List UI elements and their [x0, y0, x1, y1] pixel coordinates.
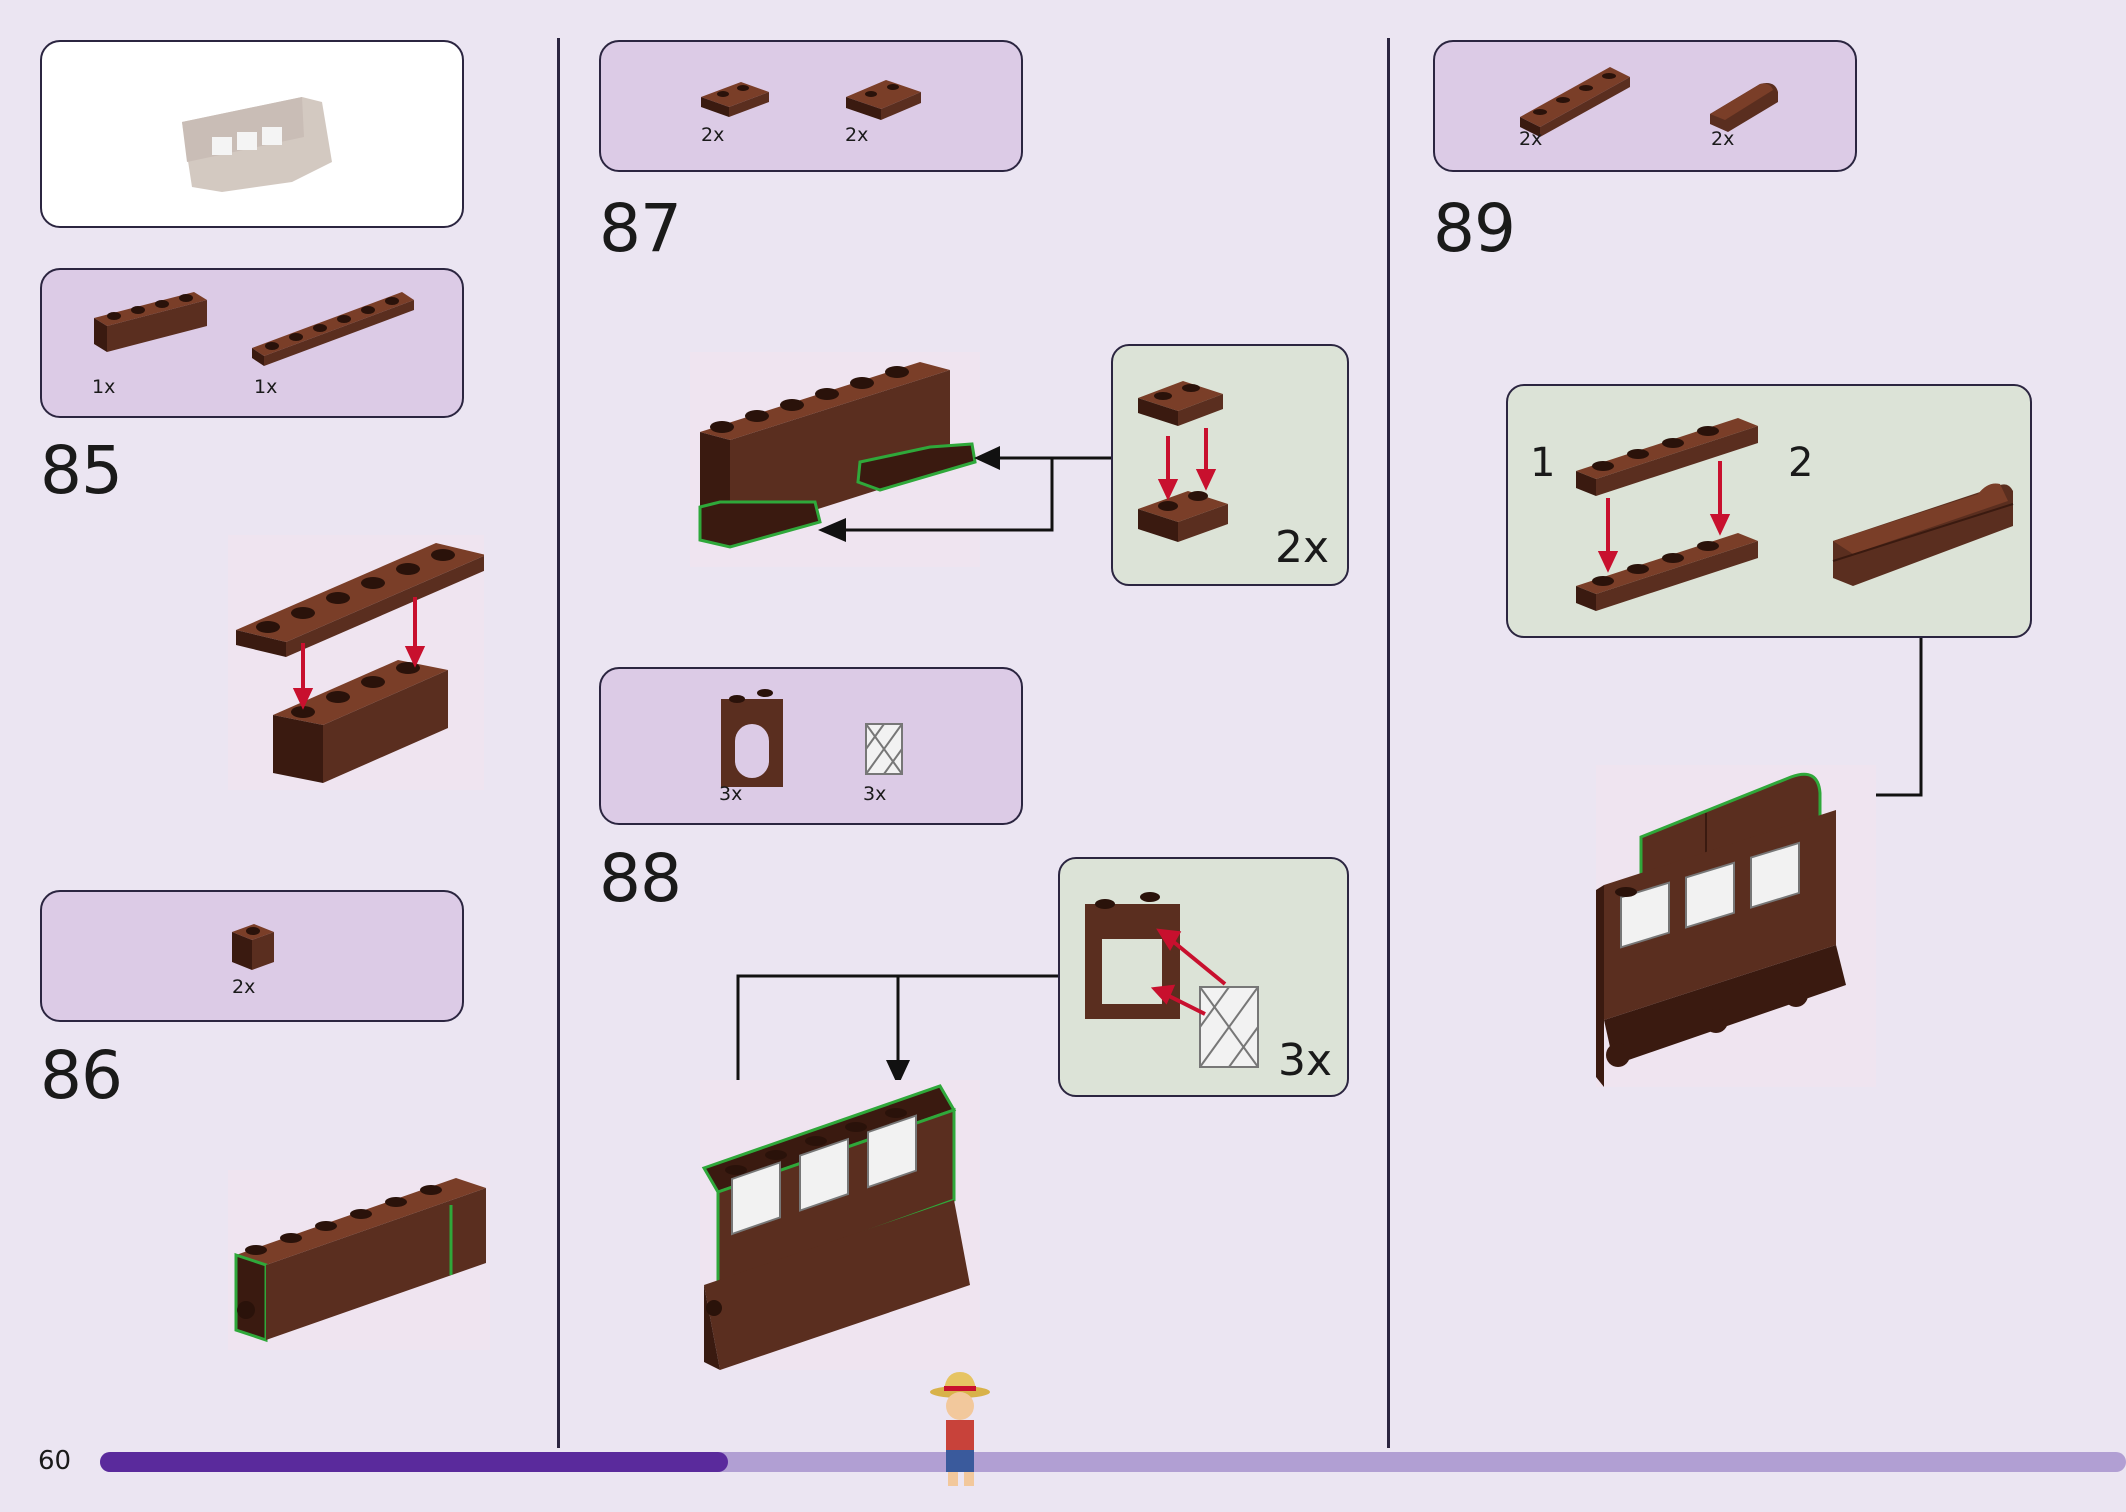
parts-callout-step-87: 2x 2x: [599, 40, 1023, 172]
step-number: 88: [599, 840, 682, 917]
parts-callout-step-88: 3x 3x: [599, 667, 1023, 825]
red-arrows-icon: [1597, 461, 1731, 573]
brick-1x1-stud-icon: [232, 924, 274, 970]
step-86-illustration: [228, 1170, 490, 1350]
step-number: 87: [599, 190, 682, 267]
part-qty: 2x: [232, 976, 256, 998]
part-qty: 2x: [1519, 128, 1543, 150]
subassembly-step-88: 3x: [1058, 857, 1349, 1097]
plate-1x2-clip-icon: [846, 80, 921, 120]
parts-callout-step-89: 2x 2x: [1433, 40, 1857, 172]
page-number: 60: [38, 1446, 72, 1476]
plate-1x4-icon: [1520, 67, 1630, 137]
red-arrows-icon: [1150, 928, 1227, 1016]
red-arrows-icon: [1157, 428, 1217, 501]
part-qty: 2x: [845, 124, 869, 146]
part-qty: 2x: [1711, 128, 1735, 150]
step-number: 85: [40, 432, 123, 509]
column-divider-left: [557, 38, 560, 1448]
subassembly-qty: 3x: [1278, 1035, 1333, 1086]
column-divider-right: [1387, 38, 1390, 1448]
plate-1x6-model: [236, 543, 486, 657]
curved-slope-icon: [1710, 83, 1778, 132]
part-qty: 1x: [92, 376, 116, 398]
brick-1x4-model: [273, 660, 448, 783]
parts-callout-step-85: 1x 1x: [40, 268, 464, 418]
subassembly-image: [1576, 418, 2014, 611]
plate-1x2-icon: [701, 82, 769, 117]
model-preview-image: [182, 97, 332, 192]
progress-bar: [100, 1452, 2126, 1472]
subassembly-step-89: 1 2: [1506, 384, 2032, 638]
step-number: 89: [1433, 190, 1516, 267]
substep-index: 1: [1530, 440, 1556, 486]
parts-callout-step-86: 2x: [40, 890, 464, 1022]
previous-model-preview: [40, 40, 464, 228]
progress-bar-fill: [100, 1452, 729, 1472]
subassembly-step-87: 2x: [1111, 344, 1349, 586]
subassembly-image: [1085, 892, 1259, 1068]
step-87-illustration: [690, 352, 980, 567]
subassembly-image: [1138, 381, 1228, 542]
window-frame-icon: [721, 689, 783, 787]
part-qty: 3x: [863, 783, 887, 805]
part-qty: 1x: [254, 376, 278, 398]
parts-icons: [232, 924, 274, 970]
part-qty: 3x: [719, 783, 743, 805]
step-85-illustration: [228, 535, 486, 790]
red-arrows-icon: [292, 597, 426, 710]
plate-1x6-icon: [252, 292, 414, 366]
step-88-illustration: [700, 1080, 980, 1370]
parts-icons: [94, 292, 414, 366]
parts-icons: [1520, 67, 1778, 137]
lattice-glass-icon: [865, 723, 903, 775]
step-89-illustration: [1596, 765, 1876, 1087]
part-qty: 2x: [701, 124, 725, 146]
step-number: 86: [40, 1037, 123, 1114]
parts-icons: [701, 80, 921, 120]
parts-icons: [721, 689, 903, 787]
subassembly-qty: 2x: [1275, 522, 1330, 573]
brick-1x4-icon: [94, 292, 207, 352]
substep-index: 2: [1788, 440, 1814, 486]
